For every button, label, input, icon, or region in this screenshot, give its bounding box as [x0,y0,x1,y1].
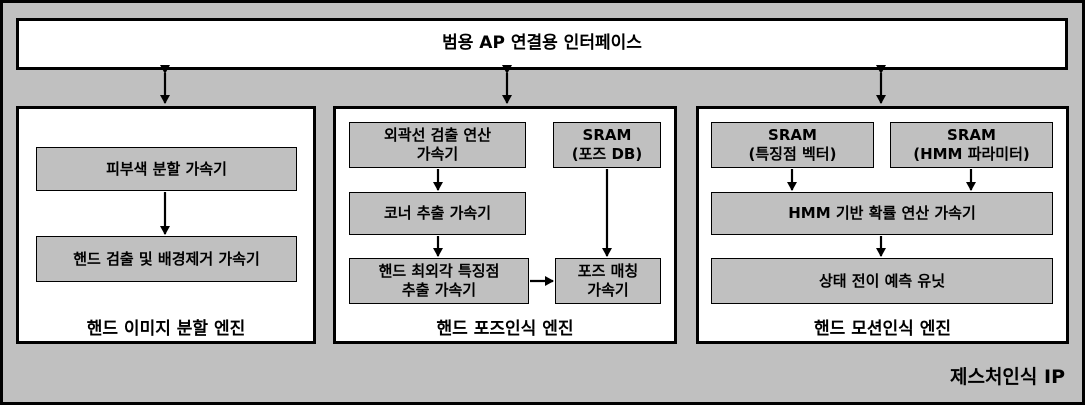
state-transition-box: 상태 전이 예측 유닛 [711,258,1053,304]
contour-detection-box: 외곽선 검출 연산 가속기 [349,122,526,168]
interface-box: 범용 AP 연결용 인터페이스 [16,18,1068,70]
hmm-probability-box: HMM 기반 확률 연산 가속기 [711,192,1053,235]
pose-engine-title: 핸드 포즈인식 엔진 [436,319,574,339]
sram-hmm-params-box: SRAM (HMM 파라미터) [890,122,1053,168]
hand-detection-box: 핸드 검출 및 배경제거 가속기 [36,236,297,282]
ip-title: 제스처인식 IP [949,366,1065,388]
sram-pose-db-box: SRAM (포즈 DB) [553,122,661,168]
segmentation-engine-title: 핸드 이미지 분할 엔진 [86,319,246,339]
skin-segmentation-box: 피부색 분할 가속기 [36,147,297,191]
pose-matching-box: 포즈 매칭 가속기 [555,258,661,304]
sram-feature-vector-box: SRAM (특징점 벡터) [711,122,874,168]
corner-extraction-box: 코너 추출 가속기 [349,192,526,235]
feature-extraction-box: 핸드 최외각 특징점 추출 가속기 [349,258,529,304]
motion-engine-title: 핸드 모션인식 엔진 [814,319,951,339]
